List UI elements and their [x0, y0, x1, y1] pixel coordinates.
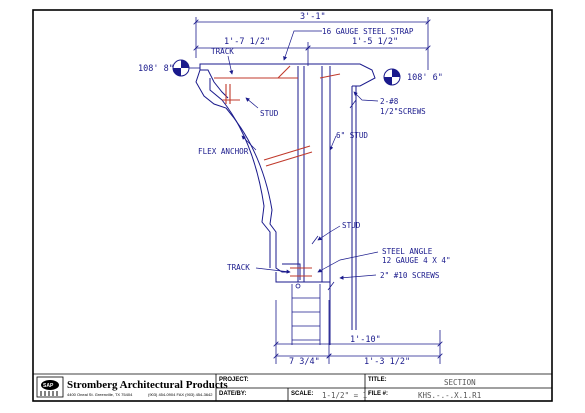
- note-stud-top: STUD: [260, 109, 279, 118]
- file-label: FILE #:: [368, 391, 388, 397]
- cornice-profile: [195, 63, 376, 345]
- date-label: DATE/BY:: [219, 391, 246, 397]
- title-block: [33, 373, 552, 401]
- dim-bottom-right: 1'-3 1/2": [364, 357, 410, 367]
- note-screws-10: 2" #10 SCREWS: [380, 271, 440, 280]
- note-flex-anchor: FLEX ANCHOR: [198, 147, 249, 156]
- note-stud-mid: STUD: [342, 221, 361, 230]
- leader-lines: [227, 30, 379, 280]
- project-label: PROJECT:: [219, 377, 249, 383]
- note-angle-1: STEEL ANGLE: [382, 247, 433, 256]
- note-screws-2: 1/2"SCREWS: [380, 107, 426, 116]
- sheet-border: [32, 9, 553, 402]
- elevation-marker-left: [172, 59, 200, 77]
- title-value: SECTION: [444, 378, 476, 387]
- note-6in-stud: 6" STUD: [336, 131, 368, 140]
- file-value: KHS.-.-.X.1.R1: [418, 391, 481, 400]
- dim-right-top: 1'-5 1/2": [352, 37, 398, 47]
- note-track-top: TRACK: [211, 47, 234, 56]
- dim-bottom-left: 7 3/4": [289, 357, 320, 367]
- scale-value: 1-1/2" = 1': [322, 391, 372, 400]
- dim-left-top: 1'-7 1/2": [224, 37, 270, 47]
- dim-bottom-width: 1'-10": [350, 335, 381, 345]
- company-name: Stromberg Architectural Products: [67, 379, 228, 391]
- lower-framing: [291, 283, 321, 345]
- scale-label: SCALE:: [291, 391, 313, 397]
- strap-accent: [214, 65, 341, 277]
- company-phone: (903) 454-0904 FAX (903) 454-3642: [148, 392, 213, 397]
- elevation-marker-right: [383, 68, 401, 86]
- note-angle-2: 12 GAUGE 4 X 4": [382, 256, 451, 265]
- elevation-right-label: 108' 6": [407, 73, 443, 83]
- company-address: 4400 Oneal St. Greenville, TX 75404: [67, 392, 133, 397]
- top-dimensions: [196, 17, 428, 70]
- section-cut-marks: [311, 99, 357, 291]
- bottom-dimensions: [276, 300, 440, 364]
- elevation-left-label: 108' 8": [138, 64, 174, 74]
- logo-text: SAP: [43, 383, 54, 389]
- title-label: TITLE:: [368, 377, 387, 383]
- note-strap: 16 GAUGE STEEL STRAP: [322, 27, 414, 36]
- dim-overall-width: 3'-1": [300, 12, 326, 22]
- company-logo: SAP: [36, 376, 64, 398]
- note-track-bottom: TRACK: [227, 263, 250, 272]
- note-screws-1: 2-#8: [380, 97, 399, 106]
